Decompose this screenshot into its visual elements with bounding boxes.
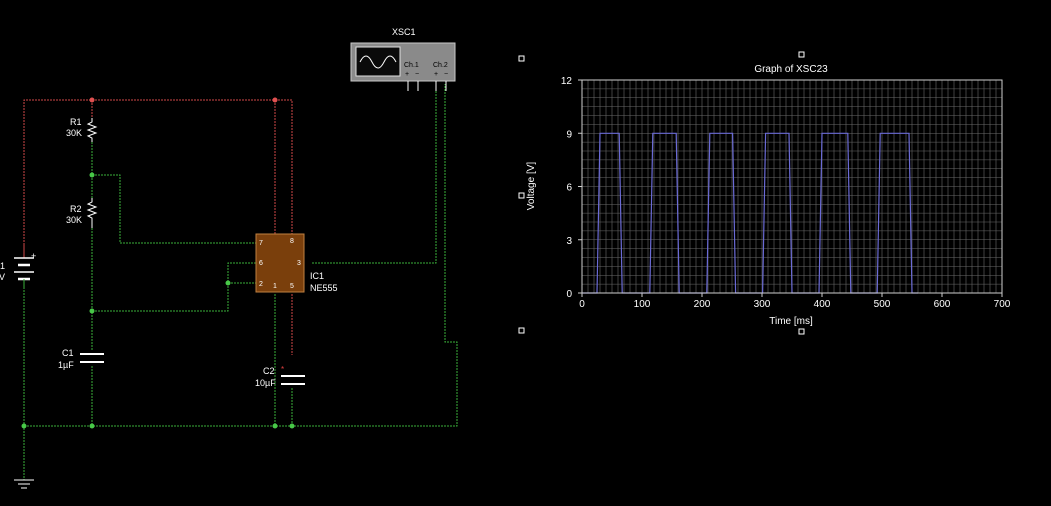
x-tick-label: 400 [814,299,831,310]
resize-handle[interactable] [798,51,805,58]
graph-xsc23[interactable]: Graph of XSC23 Time [ms] Voltage [V] 0 10… [518,51,1011,335]
pin-5: 5 [290,283,294,290]
y-tick-label: 9 [566,129,572,140]
ch2-plus-label: + [434,71,438,78]
resistor-r1[interactable]: R1 30K [66,117,98,142]
junction-dot [89,172,95,178]
battery-plus-sign: + [31,251,36,261]
c2-value: 10µF [255,378,276,388]
x-axis-title: Time [ms] [769,316,813,327]
x-tick-label: 500 [874,299,891,310]
ic-part-number: NE555 [310,283,338,293]
oscilloscope-screen [355,46,401,77]
chart-ticks: 0 100 200 300 400 500 600 700 0 3 6 9 12 [561,76,1011,310]
ch1-plus-label: + [405,71,409,78]
ch1-minus-label: − [415,71,419,78]
x-tick-label: 0 [579,299,585,310]
oscilloscope-label: XSC1 [392,27,416,37]
channel-2-label: Ch.2 [433,62,448,69]
pin-8: 8 [290,238,294,245]
x-tick-label: 700 [994,299,1011,310]
ic-ne555[interactable]: 7 8 6 3 2 1 5 IC1 NE555 [255,233,338,293]
junction-dot [289,423,295,429]
junction-dot [89,308,95,314]
x-tick-label: 600 [934,299,951,310]
r2-label: R2 [70,204,82,214]
c1-value: 1µF [58,360,74,370]
junction-dot [21,423,27,429]
x-tick-label: 100 [634,299,651,310]
junction-dot [89,423,95,429]
signal-wires[interactable] [23,84,458,480]
junction-dot [272,423,278,429]
junction-dot [225,280,231,286]
resize-handle[interactable] [798,328,805,335]
channel-1-label: Ch.1 [404,62,419,69]
r1-value: 30K [66,128,82,138]
pin-7: 7 [259,240,263,247]
y-axis-title: Voltage [V] [526,162,537,211]
resize-handle[interactable] [518,55,525,62]
junction-dot [272,97,278,103]
polarity-marker: * [281,365,284,374]
chart-title: Graph of XSC23 [754,64,828,75]
power-wires[interactable] [23,99,293,355]
resistor-r2[interactable]: R2 30K [66,198,98,228]
y-tick-label: 0 [566,289,572,300]
sine-wave-icon [359,55,397,69]
resize-handle[interactable] [518,192,525,199]
pin-6: 6 [259,260,263,267]
c2-label: C2 [263,366,275,376]
x-tick-label: 300 [754,299,771,310]
ground-icon[interactable] [14,479,34,489]
r2-value: 30K [66,215,82,225]
ch2-minus-label: − [444,71,448,78]
junction-dot [89,97,95,103]
x-tick-label: 200 [694,299,711,310]
plot-frame [581,79,1003,294]
capacitor-c1[interactable]: C1 1µF [58,348,104,370]
pin-1: 1 [273,283,277,290]
capacitor-c2[interactable]: C2 * 10µF [255,365,305,388]
battery-label: B1 [0,261,5,271]
ic-label: IC1 [310,271,324,281]
c1-label: C1 [62,348,74,358]
y-tick-label: 12 [561,76,573,87]
battery-value: 9V [0,272,5,282]
oscilloscope-xsc1[interactable]: XSC1 Ch.1 Ch.2 + − + − [350,27,456,91]
pin-2: 2 [259,281,263,288]
pin-3: 3 [297,260,301,267]
battery-b1[interactable]: + B1 9V [0,245,36,287]
chart-grid [581,79,1003,294]
y-tick-label: 3 [566,236,572,247]
resize-handle[interactable] [518,327,525,334]
y-tick-label: 6 [566,183,572,194]
r1-label: R1 [70,117,82,127]
